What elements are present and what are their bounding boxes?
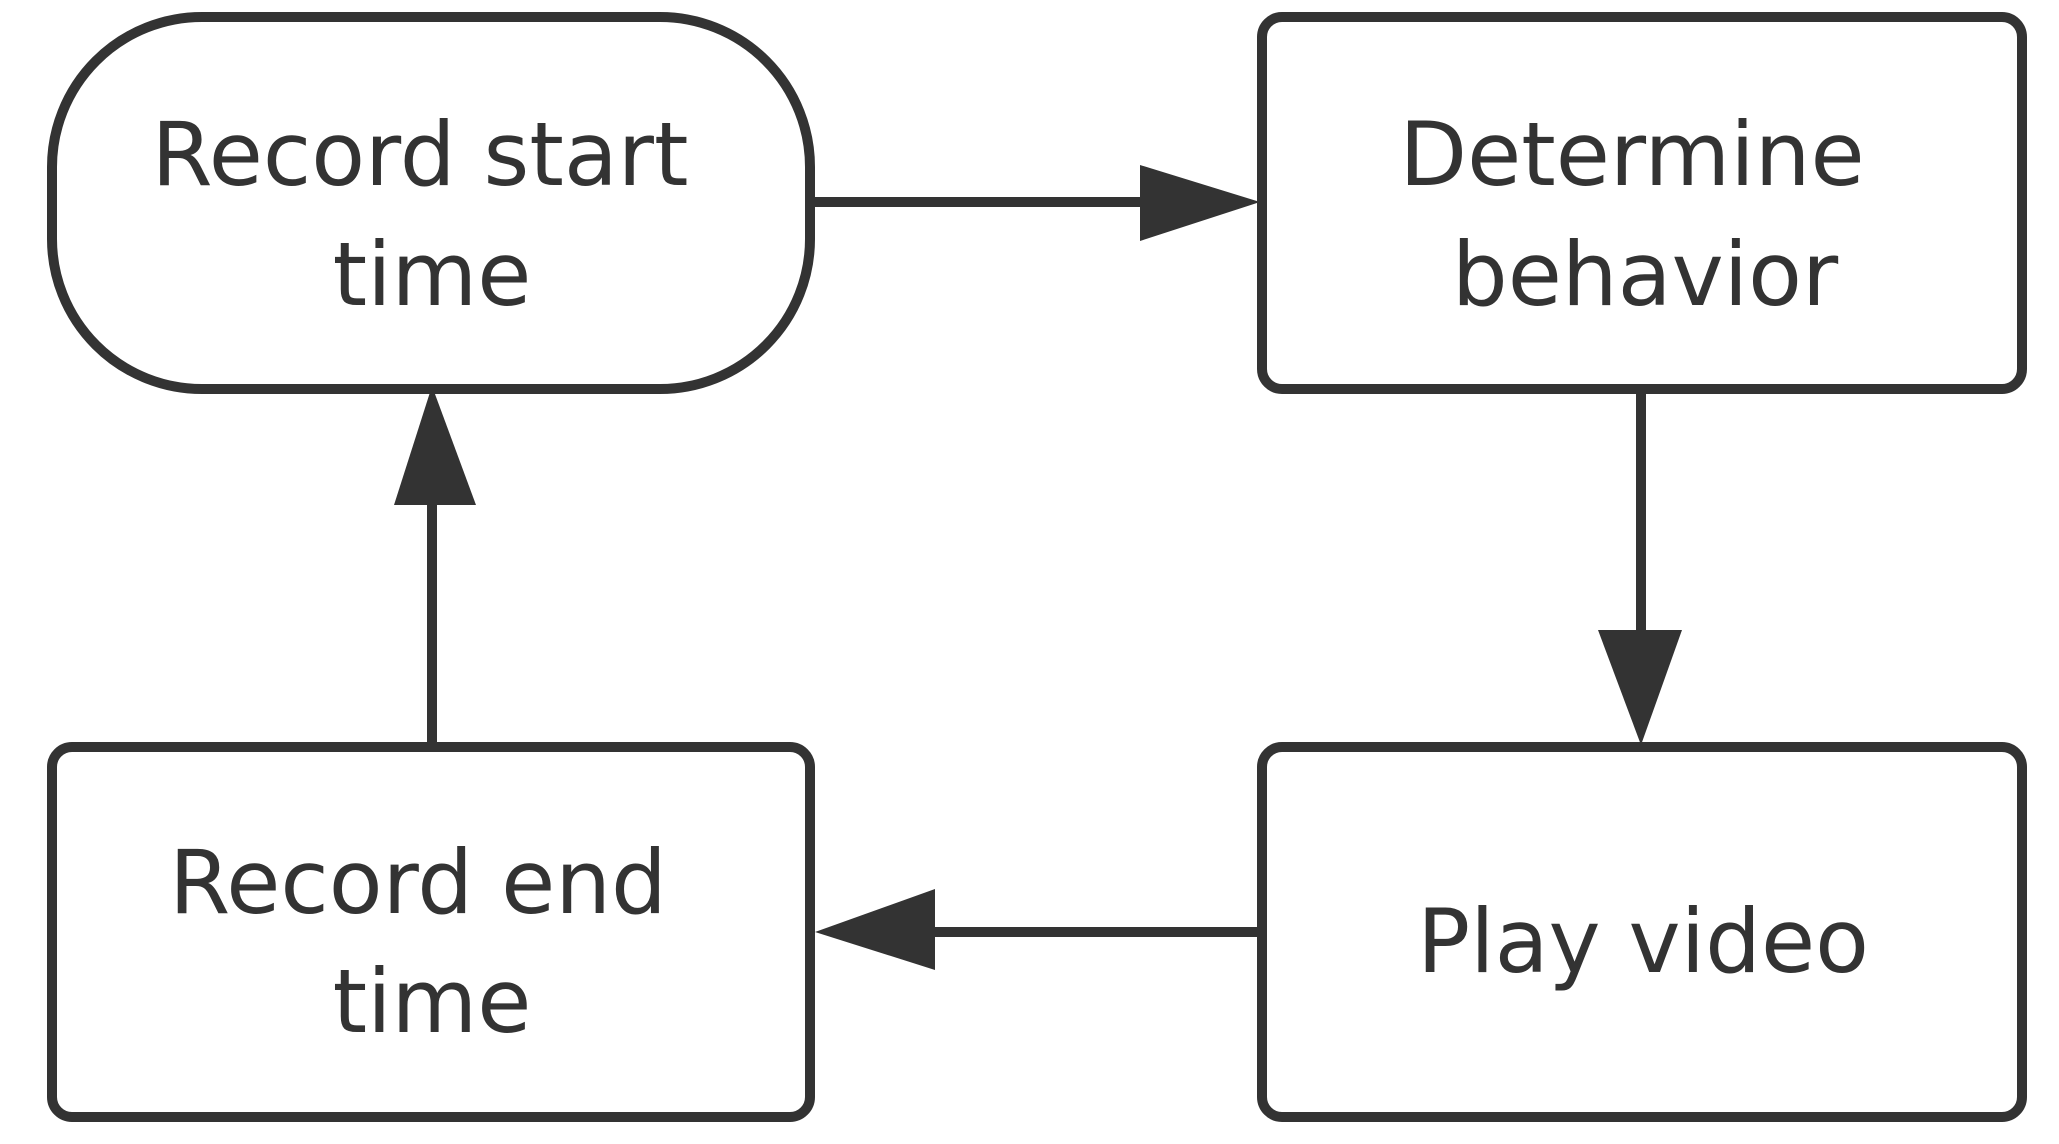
node-label-line: time	[333, 950, 532, 1053]
process-shape	[47, 742, 815, 1122]
node-label-line: Record start	[152, 103, 689, 206]
node-label-line: behavior	[1452, 223, 1839, 326]
arrow-head-up	[394, 386, 476, 505]
node-label-line: Determine	[1399, 103, 1864, 206]
terminator-shape	[47, 12, 815, 394]
node-label-line: Record end	[169, 831, 667, 934]
node-label-line: Play video	[1417, 890, 1869, 993]
edge-determine-behavior-to-play-video	[1598, 389, 1682, 745]
edge-play-video-to-record-end	[815, 889, 1262, 970]
edge-record-start-to-determine-behavior	[810, 165, 1260, 241]
process-shape	[1257, 742, 2027, 1122]
process-shape	[1257, 12, 2027, 394]
node-label-line: time	[333, 223, 532, 326]
edge-record-end-to-record-start	[394, 386, 476, 742]
arrow-head-left	[815, 889, 935, 970]
arrow-head-down	[1598, 630, 1682, 745]
arrow-head-right	[1140, 165, 1260, 241]
node-determine-behavior: Determine behavior	[1257, 12, 2027, 394]
node-record-end-time: Record end time	[47, 742, 815, 1122]
node-play-video: Play video	[1257, 742, 2027, 1122]
node-record-start-time: Record start time	[47, 12, 815, 394]
